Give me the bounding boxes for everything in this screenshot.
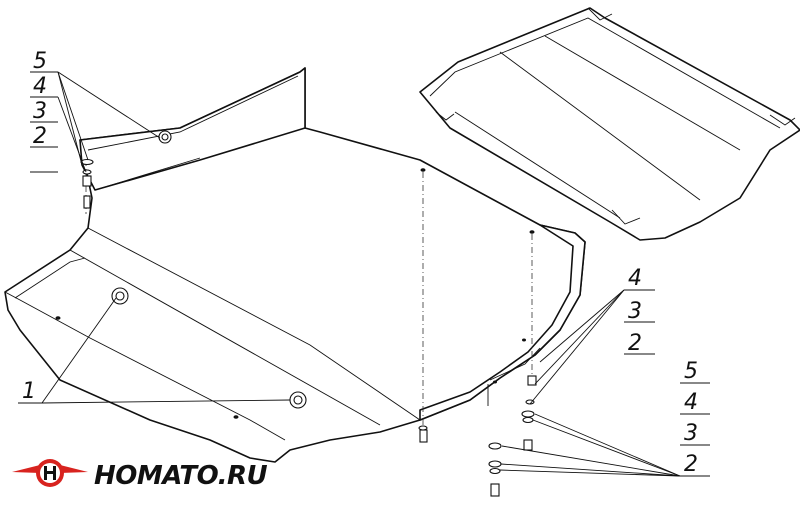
callout-bottom-left: 1 — [18, 297, 291, 404]
wing-emblem-icon — [12, 459, 88, 487]
callout-label: 2 — [628, 331, 642, 356]
hardware-left — [80, 158, 94, 209]
callout-label: 3 — [628, 299, 642, 324]
callout-bottom-right: 5 4 3 2 — [499, 359, 710, 477]
callout-label: 4 — [33, 74, 47, 99]
callout-label: 5 — [33, 49, 47, 74]
hardware-right — [488, 375, 537, 497]
callout-label: 3 — [684, 421, 698, 446]
upper-skid-plate — [419, 7, 800, 241]
hardware-center — [418, 425, 428, 443]
callout-right-middle: 4 3 2 — [529, 266, 655, 405]
callout-label: 2 — [684, 452, 698, 477]
callout-label: 5 — [684, 359, 698, 384]
callout-top-left: 5 4 3 2 — [30, 49, 161, 173]
brand-text: HOMATO.RU — [94, 461, 268, 491]
callout-label: 4 — [684, 390, 698, 415]
callout-label: 4 — [628, 266, 642, 291]
callout-label: 3 — [33, 99, 47, 124]
callout-label: 1 — [22, 379, 36, 404]
main-skid-plate — [4, 67, 586, 463]
callout-label: 2 — [33, 124, 47, 149]
homato-logo: HOMATO.RU — [12, 459, 268, 491]
